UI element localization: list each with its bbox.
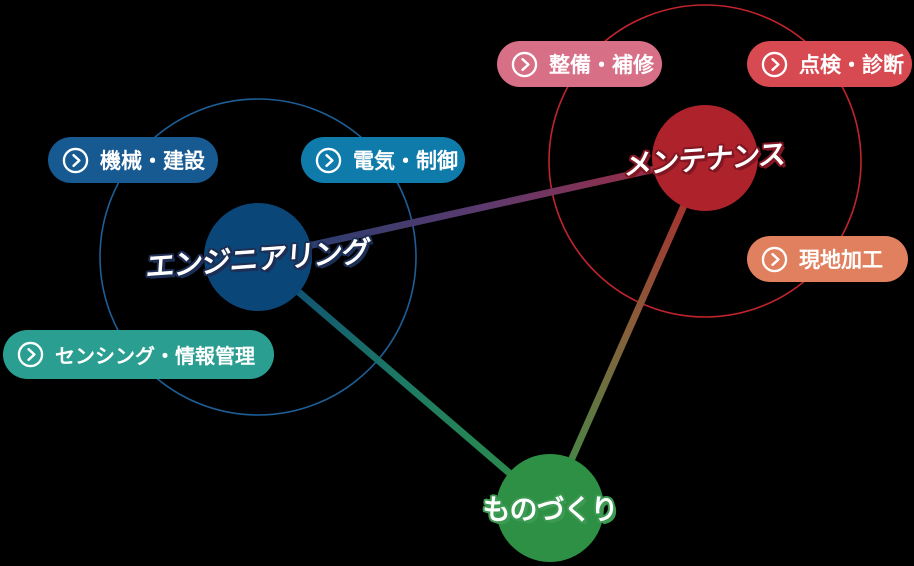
pill-label: 機械・建設 [100, 150, 205, 173]
pill-inspection-diagnosis[interactable]: 点検・診断 [747, 41, 912, 87]
ring-engineering-ring [99, 98, 417, 416]
pill-label: 現地加工 [799, 249, 883, 272]
pill-machinery-construction[interactable]: 機械・建設 [48, 137, 218, 183]
pill-label: 点検・診断 [799, 54, 904, 77]
chevron-right-circle-icon [62, 147, 89, 174]
link-maintenance-monozukuri [546, 156, 709, 510]
chevron-right-circle-icon [761, 246, 788, 273]
node-maintenance: メンテナンス [623, 105, 787, 211]
link-engineering-monozukuri [255, 254, 553, 511]
node-engineering: エンジニアリング [145, 203, 371, 311]
node-monozukuri: ものづくり [482, 454, 619, 562]
chevron-right-circle-icon [315, 147, 342, 174]
pill-maintenance-repair[interactable]: 整備・補修 [497, 41, 662, 87]
chevron-right-circle-icon [761, 51, 788, 78]
pill-label: 整備・補修 [549, 54, 654, 77]
ring-maintenance-ring [548, 4, 862, 318]
link-engineering-maintenance [257, 154, 706, 261]
pill-onsite-processing[interactable]: 現地加工 [747, 236, 908, 282]
node-monozukuri-label: ものづくり [482, 494, 618, 525]
pill-sensing-info-management[interactable]: センシング・情報管理 [3, 330, 274, 379]
pill-label: センシング・情報管理 [55, 346, 255, 368]
chevron-right-circle-icon [511, 51, 538, 78]
pill-electric-control[interactable]: 電気・制御 [301, 137, 465, 183]
pill-label: 電気・制御 [353, 150, 458, 173]
chevron-right-circle-icon [17, 341, 44, 368]
